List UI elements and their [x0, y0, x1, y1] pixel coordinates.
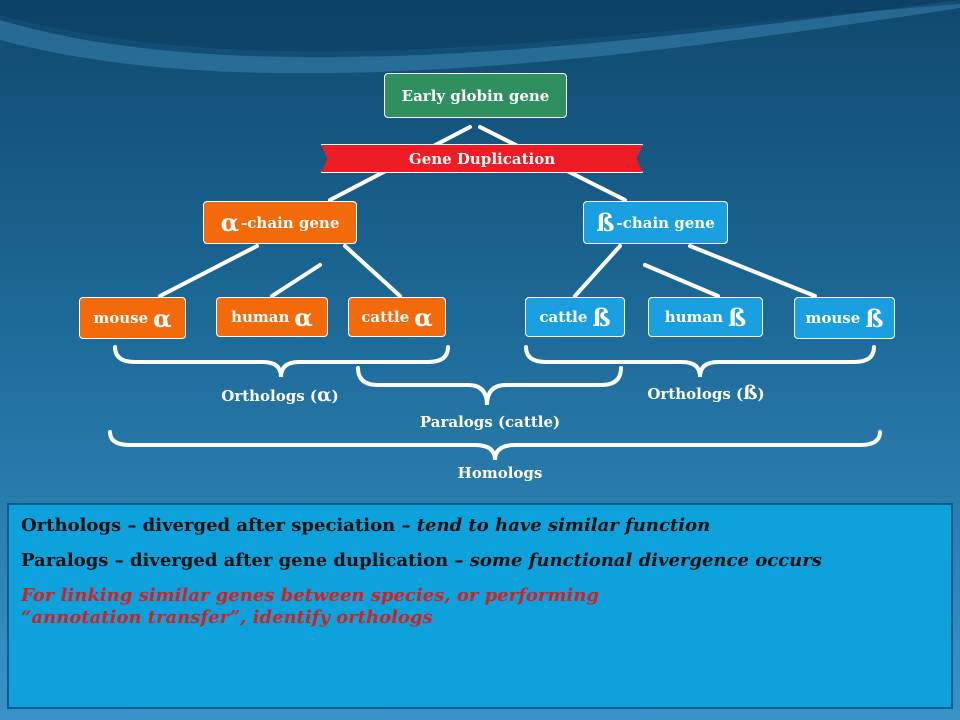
definition-text: Paralogs – diverged after gene duplicati…: [21, 550, 470, 571]
alpha-symbol: α: [414, 302, 433, 332]
header-swoosh: [0, 0, 960, 74]
beta-symbol: ß: [743, 382, 758, 404]
homologs-brace: [108, 430, 882, 461]
orthologs-prefix: Orthologs (: [221, 387, 318, 405]
definition-italic: tend to have similar function: [416, 515, 711, 536]
beta-symbol: ß: [592, 302, 611, 332]
duplication-label: Gene Duplication: [408, 149, 556, 168]
leaf-name: cattle: [361, 308, 410, 326]
orthologs-beta-label: Orthologs (ß): [626, 382, 786, 404]
orthologs-suffix: ): [757, 385, 765, 403]
paralogs-label: Paralogs (cattle): [419, 413, 561, 431]
orthologs-suffix: ): [331, 387, 339, 405]
alpha-symbol: α: [153, 303, 172, 333]
gene-duplication-banner: Gene Duplication: [321, 144, 643, 173]
definition-italic: some functional divergence occurs: [469, 550, 822, 571]
homologs-label: Homologs: [457, 464, 543, 482]
orthologs-definition: Orthologs – diverged after speciation – …: [21, 515, 939, 537]
orthologs-beta-brace: [524, 345, 876, 378]
definition-text: Orthologs – diverged after speciation –: [21, 515, 417, 536]
root-node: Early globin gene: [384, 73, 567, 118]
leaf-name: human: [231, 308, 290, 326]
definitions-panel: Orthologs – diverged after speciation – …: [7, 503, 953, 709]
alpha-chain-node: α-chain gene: [203, 201, 357, 244]
orthologs-alpha-label: Orthologs (α): [200, 384, 360, 406]
beta-chain-node: ß-chain gene: [583, 201, 728, 244]
alpha-symbol: α: [317, 384, 332, 406]
leaf-name: human: [664, 308, 724, 326]
paralogs-brace: [356, 366, 623, 406]
beta-symbol: ß: [728, 302, 747, 332]
leaf-name: mouse: [805, 309, 861, 327]
leaf-name: mouse: [93, 309, 149, 327]
orthologs-guidance-line1: For linking similar genes between specie…: [21, 585, 599, 606]
leaf-name: cattle: [539, 308, 588, 326]
beta-symbol: ß: [865, 303, 884, 333]
alpha-symbol: α: [220, 208, 240, 237]
orthologs-guidance-line2: “annotation transfer”, identify ortholog…: [21, 607, 433, 628]
beta-chain-label: -chain gene: [616, 213, 715, 232]
orthologs-prefix: Orthologs (: [647, 385, 744, 403]
orthologs-alpha-brace: [113, 345, 450, 378]
root-label: Early globin gene: [401, 86, 550, 105]
paralogs-definition: Paralogs – diverged after gene duplicati…: [21, 550, 939, 572]
beta-symbol: ß: [596, 208, 615, 237]
alpha-symbol: α: [294, 302, 313, 332]
alpha-chain-label: -chain gene: [241, 213, 340, 232]
